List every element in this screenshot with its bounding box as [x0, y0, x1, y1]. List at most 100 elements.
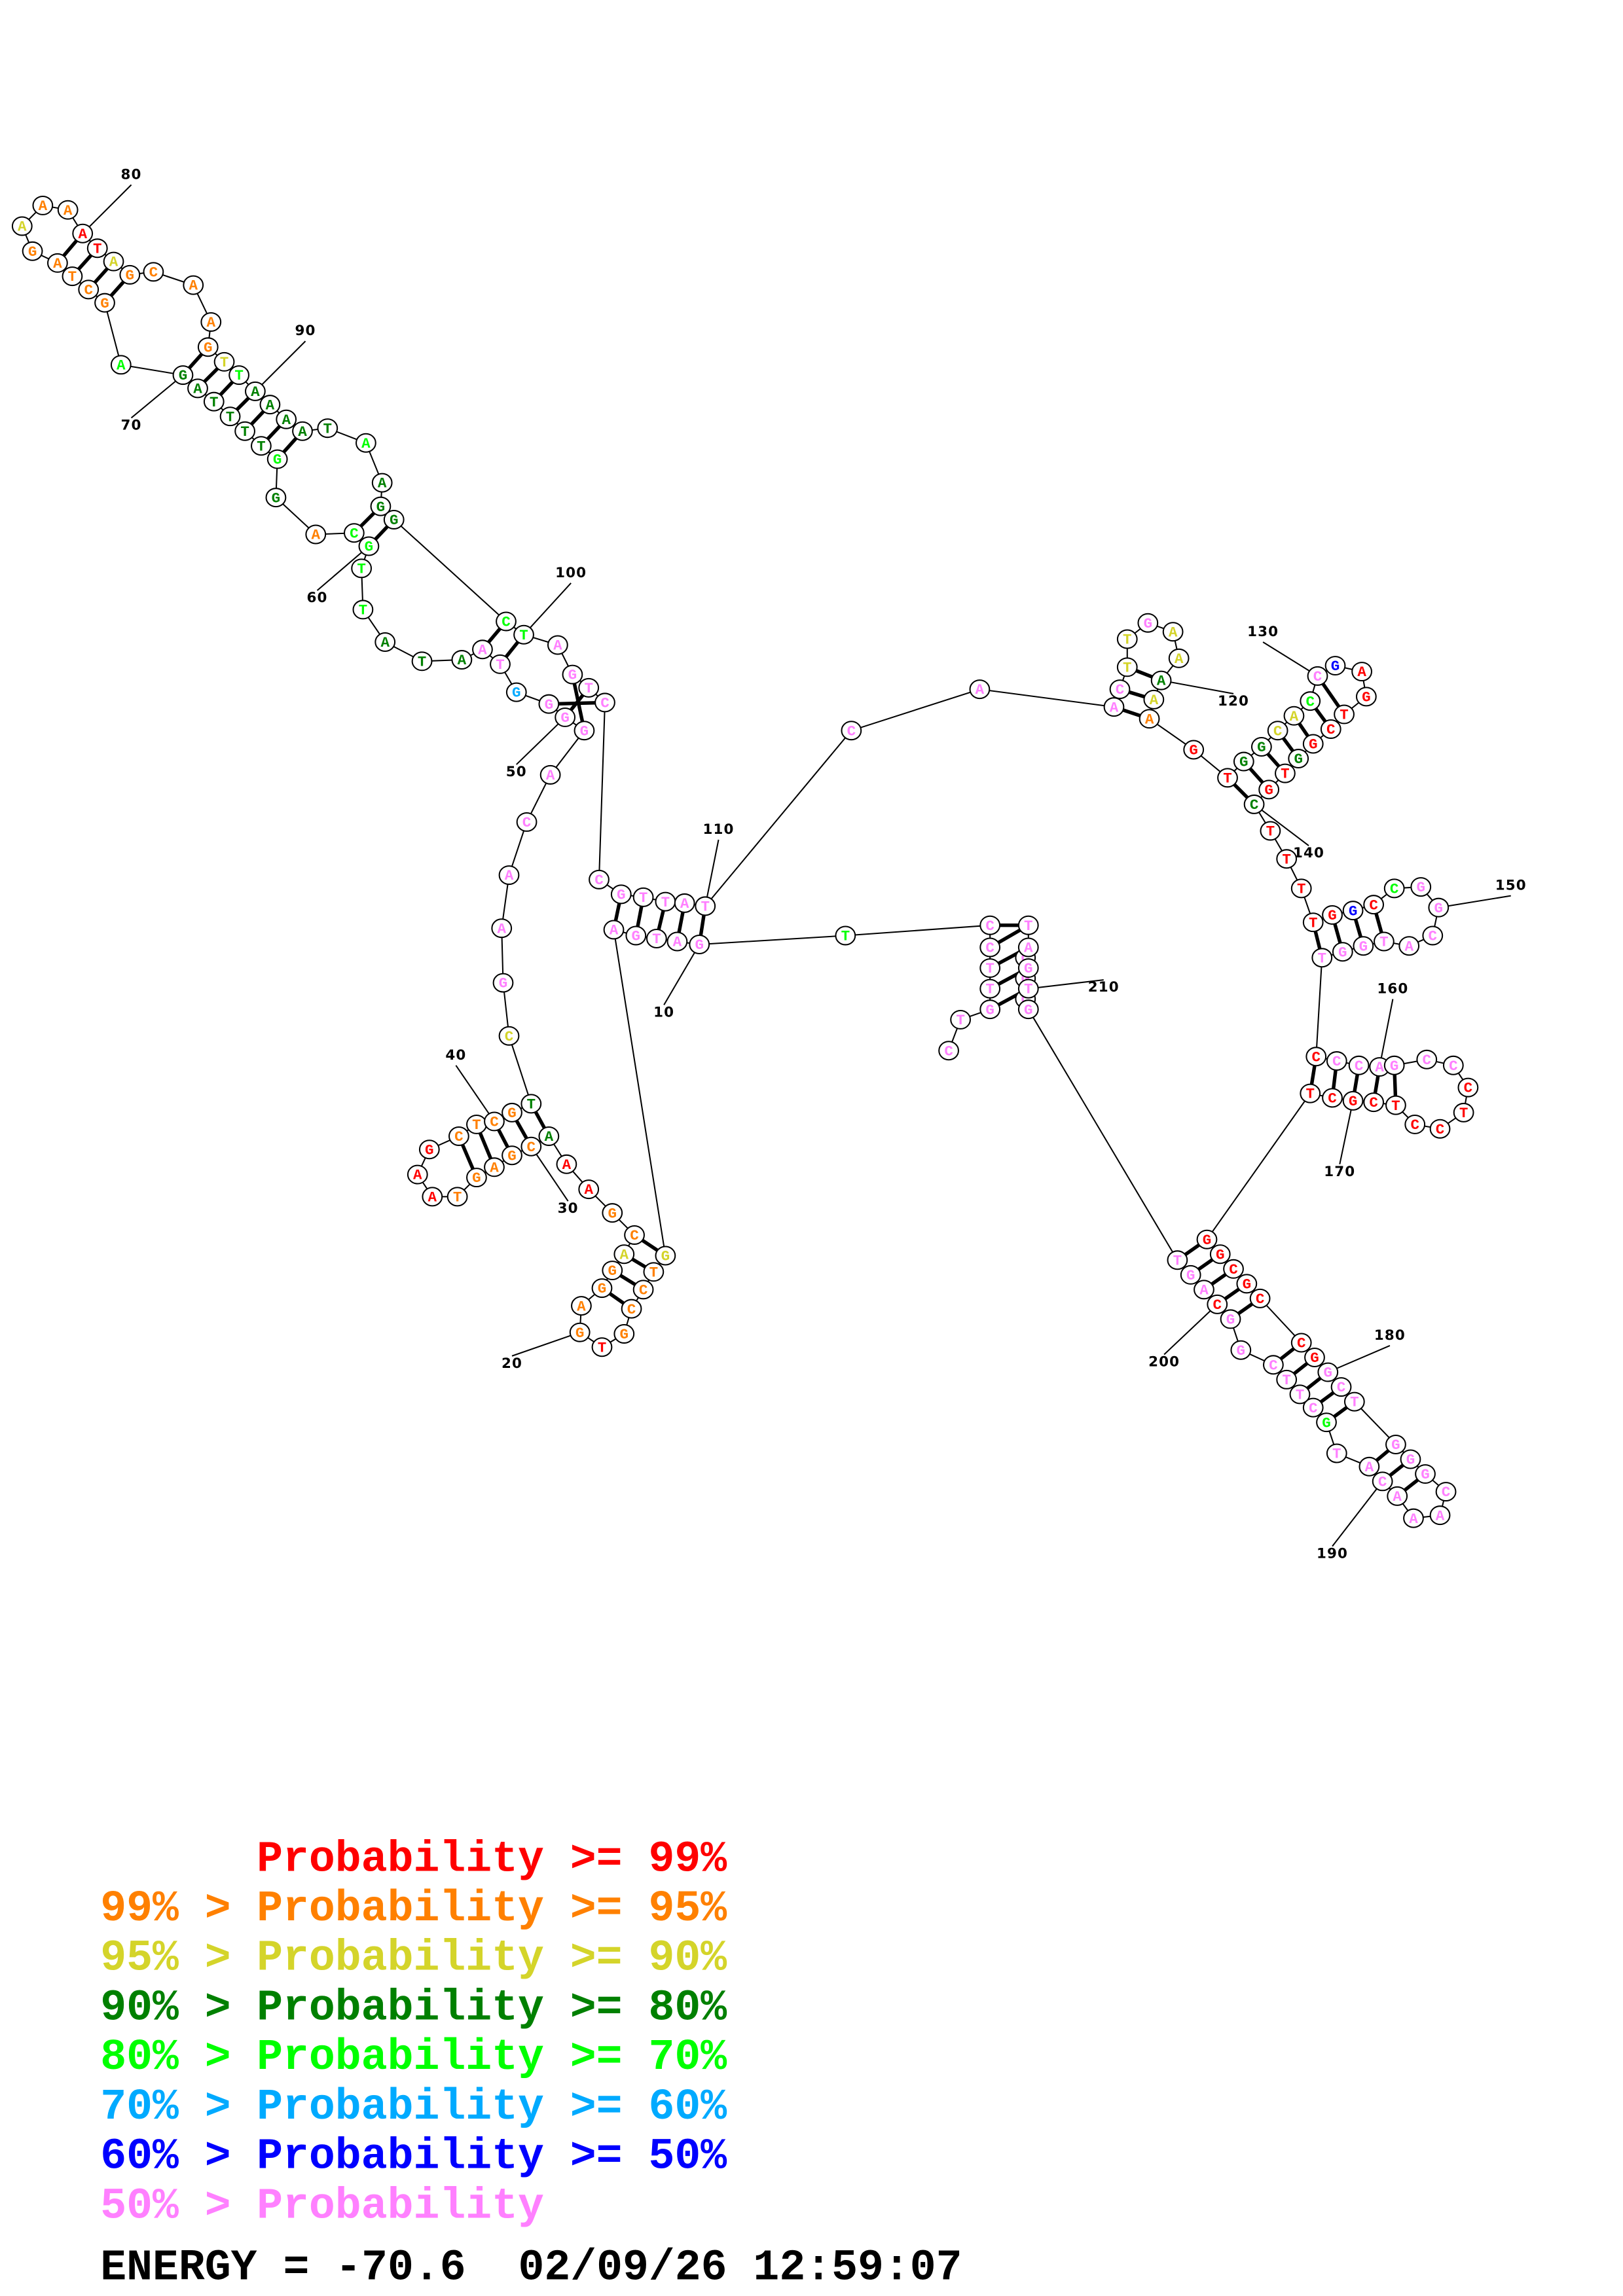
nucleotide-letter: A — [976, 681, 985, 698]
nucleotide-letter: T — [519, 627, 528, 644]
nucleotide-letter: T — [1379, 934, 1389, 951]
nucleotide: A — [538, 1126, 560, 1146]
nucleotide-circle — [407, 1164, 428, 1185]
nucleotide: A — [200, 312, 222, 332]
nucleotide-circle — [594, 692, 615, 713]
position-tick-line — [1339, 1100, 1354, 1164]
nucleotide-circle — [47, 253, 68, 273]
nucleotide: G — [22, 241, 43, 261]
nucleotide-circle — [1410, 877, 1432, 897]
nucleotide: G — [466, 1168, 487, 1188]
nucleotide-letter: C — [639, 1282, 648, 1299]
nucleotide-letter: A — [117, 357, 126, 374]
nucleotide-circle — [86, 238, 108, 259]
nucleotide-letter: A — [361, 435, 371, 452]
nucleotide-circle — [501, 1102, 522, 1122]
nucleotide-letter: A — [193, 381, 202, 398]
nucleotide-circle — [32, 195, 54, 215]
nucleotide-circle — [979, 978, 1001, 999]
nucleotide-circle — [203, 391, 225, 412]
nucleotide-circle — [591, 1278, 613, 1299]
nucleotide-letter: A — [282, 412, 291, 429]
nucleotide-letter: A — [53, 255, 62, 272]
nucleotide-circle — [1359, 1456, 1380, 1477]
position-number: 60 — [307, 590, 328, 606]
nucleotide-letter: A — [553, 637, 562, 655]
nucleotide: T — [1167, 1250, 1188, 1270]
nucleotide-circle — [520, 1094, 542, 1114]
nucleotide-circle — [501, 1145, 522, 1166]
nucleotide-circle — [1457, 1077, 1479, 1098]
nucleotide-letter: G — [1239, 754, 1249, 771]
legend-row: 99% >Probability >= 95% — [100, 1884, 727, 1933]
nucleotide-letter: C — [1256, 1291, 1265, 1308]
position-label: 70 — [121, 374, 184, 433]
nucleotide: A — [613, 1244, 635, 1265]
nucleotide-circle — [1250, 737, 1272, 757]
nucleotide: C — [1322, 1088, 1343, 1108]
nucleotide-circle — [555, 707, 576, 727]
legend-row: 70% >Probability >= 60% — [100, 2083, 727, 2132]
position-tick-line — [316, 545, 370, 591]
nucleotide-circle — [1302, 734, 1324, 754]
nucleotide: A — [57, 200, 79, 220]
nucleotide-letter: G — [608, 1205, 617, 1222]
nucleotide: C — [624, 1225, 645, 1245]
nucleotide-circle — [143, 262, 164, 282]
nucleotide-circle — [505, 682, 527, 702]
nucleotide-circle — [520, 1136, 542, 1157]
nucleotide-circle — [1428, 897, 1450, 918]
nucleotide-letter: A — [505, 867, 514, 884]
nucleotide: C — [1263, 1355, 1284, 1375]
nucleotide: C — [498, 1026, 520, 1046]
nucleotide-circle — [574, 721, 595, 741]
nucleotide-letter: T — [1123, 632, 1132, 649]
nucleotide-circle — [251, 436, 272, 456]
nucleotide-circle — [1322, 1088, 1343, 1108]
nucleotide-circle — [556, 1154, 577, 1174]
nucleotide-circle — [1435, 1482, 1457, 1502]
position-label: 40 — [445, 1047, 495, 1122]
nucleotide-letter: A — [18, 219, 27, 236]
nucleotide: G — [1302, 734, 1324, 754]
position-tick-line — [516, 717, 566, 765]
nucleotide-circle — [213, 351, 235, 372]
nucleotide-circle — [1400, 1449, 1421, 1469]
nucleotide: G — [1410, 877, 1432, 897]
nucleotide: T — [1343, 1391, 1365, 1412]
nucleotide: C — [1404, 1114, 1426, 1134]
position-label: 110 — [702, 821, 733, 906]
nucleotide: G — [1332, 942, 1353, 962]
nucleotide-circle — [276, 409, 297, 429]
position-number: 80 — [121, 166, 142, 183]
nucleotide-letter: G — [1324, 1365, 1333, 1382]
nucleotide-circle — [1217, 768, 1238, 788]
nucleotide-circle — [1236, 1274, 1258, 1294]
nucleotide-circle — [1220, 1309, 1241, 1329]
nucleotide: T — [1300, 1083, 1321, 1103]
nucleotide: T — [1374, 931, 1395, 952]
nucleotide: G — [1322, 905, 1343, 925]
nucleotide-letter: A — [478, 641, 487, 658]
nucleotide-letter: G — [568, 667, 577, 684]
nucleotide: T — [1326, 1443, 1347, 1463]
nucleotide-letter: T — [1266, 823, 1275, 840]
nucleotide-letter: T — [1305, 1086, 1315, 1103]
nucleotide-circle — [1398, 936, 1420, 956]
nucleotide-letter: A — [1157, 673, 1166, 690]
nucleotide: A — [1359, 1456, 1380, 1477]
nucleotide-circle — [539, 764, 561, 785]
nucleotide-circle — [1429, 1119, 1451, 1139]
nucleotide-circle — [835, 925, 856, 946]
position-number: 210 — [1088, 979, 1120, 996]
nucleotide-letter: G — [1024, 960, 1033, 977]
nucleotide-circle — [1283, 706, 1305, 726]
legend-probability-text: Probability >= 90% — [257, 1934, 727, 1983]
nucleotide-letter: A — [1024, 940, 1033, 957]
position-tick-line — [1327, 1345, 1391, 1373]
nucleotide-letter: T — [220, 354, 229, 371]
nucleotide: T — [203, 391, 225, 412]
nucleotide-letter: C — [600, 695, 610, 712]
nucleotide-letter: T — [418, 653, 427, 670]
nucleotide-circle — [472, 639, 493, 660]
